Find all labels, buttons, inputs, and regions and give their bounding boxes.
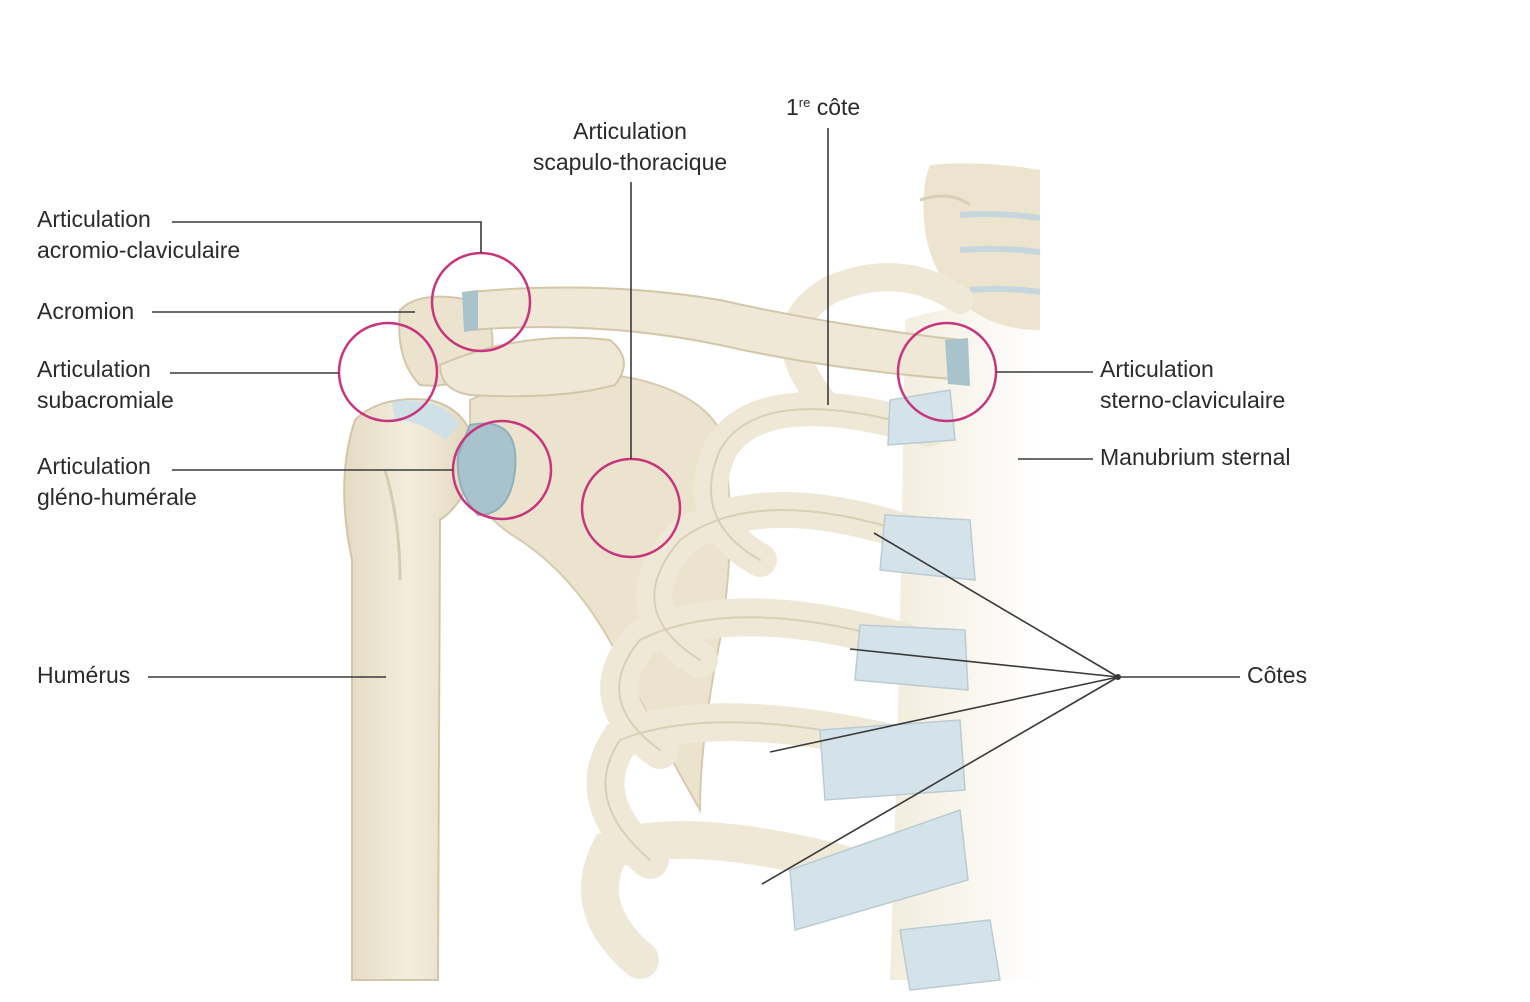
label-articulation-acromio-claviculaire: Articulation acromio-claviculaire — [37, 204, 240, 266]
label-line-1: Articulation — [37, 206, 151, 232]
joint-circle-subacromiale — [337, 321, 439, 423]
clavicle — [462, 286, 970, 386]
label-text: Humérus — [37, 662, 131, 688]
glenohumeral-surface — [392, 400, 517, 517]
label-superscript: re — [798, 95, 811, 110]
cotes-junction-dot — [1115, 674, 1121, 680]
label-line-2: sterno-claviculaire — [1100, 387, 1286, 413]
label-cotes: Côtes — [1247, 660, 1307, 691]
label-articulation-gleno-humerale: Articulation gléno-humérale — [37, 451, 197, 513]
label-line-1: Articulation — [37, 453, 151, 479]
label-line-1: Articulation — [1100, 356, 1214, 382]
label-humerus: Humérus — [37, 660, 130, 691]
leader-lines — [148, 128, 1240, 885]
label-line-2: scapulo-thoracique — [532, 149, 728, 175]
leader-cotes-1 — [873, 532, 1119, 678]
rib-6 — [581, 821, 919, 979]
cervical-spine — [919, 163, 1041, 330]
leader-cotes-4 — [761, 676, 1119, 885]
label-line-2: acromio-claviculaire — [37, 237, 241, 263]
rib-1 — [781, 263, 974, 424]
leader-cotes-2 — [849, 648, 1119, 678]
label-manubrium-sternal: Manubrium sternal — [1100, 442, 1290, 473]
label-text: Côtes — [1247, 662, 1308, 688]
label-articulation-sterno-claviculaire: Articulation sterno-claviculaire — [1100, 354, 1285, 416]
label-acromion: Acromion — [37, 296, 134, 327]
leader-acromio-claviculaire — [172, 221, 482, 253]
label-word: côte — [810, 94, 861, 120]
label-articulation-scapulo-thoracique: Articulation scapulo-thoracique — [510, 116, 750, 178]
label-premiere-cote: 1re côte — [786, 92, 860, 123]
leader-cotes-3 — [769, 676, 1119, 753]
label-line-1: Articulation — [37, 356, 151, 382]
label-line-2: subacromiale — [37, 387, 174, 413]
ribs — [581, 263, 974, 979]
label-text: Acromion — [37, 298, 135, 324]
label-articulation-subacromiale: Articulation subacromiale — [37, 354, 174, 416]
label-line-1: Articulation — [573, 118, 687, 144]
label-number: 1 — [786, 94, 799, 120]
label-line-2: gléno-humérale — [37, 484, 197, 510]
costal-cartilages — [789, 389, 1001, 991]
label-text: Manubrium sternal — [1100, 444, 1291, 470]
